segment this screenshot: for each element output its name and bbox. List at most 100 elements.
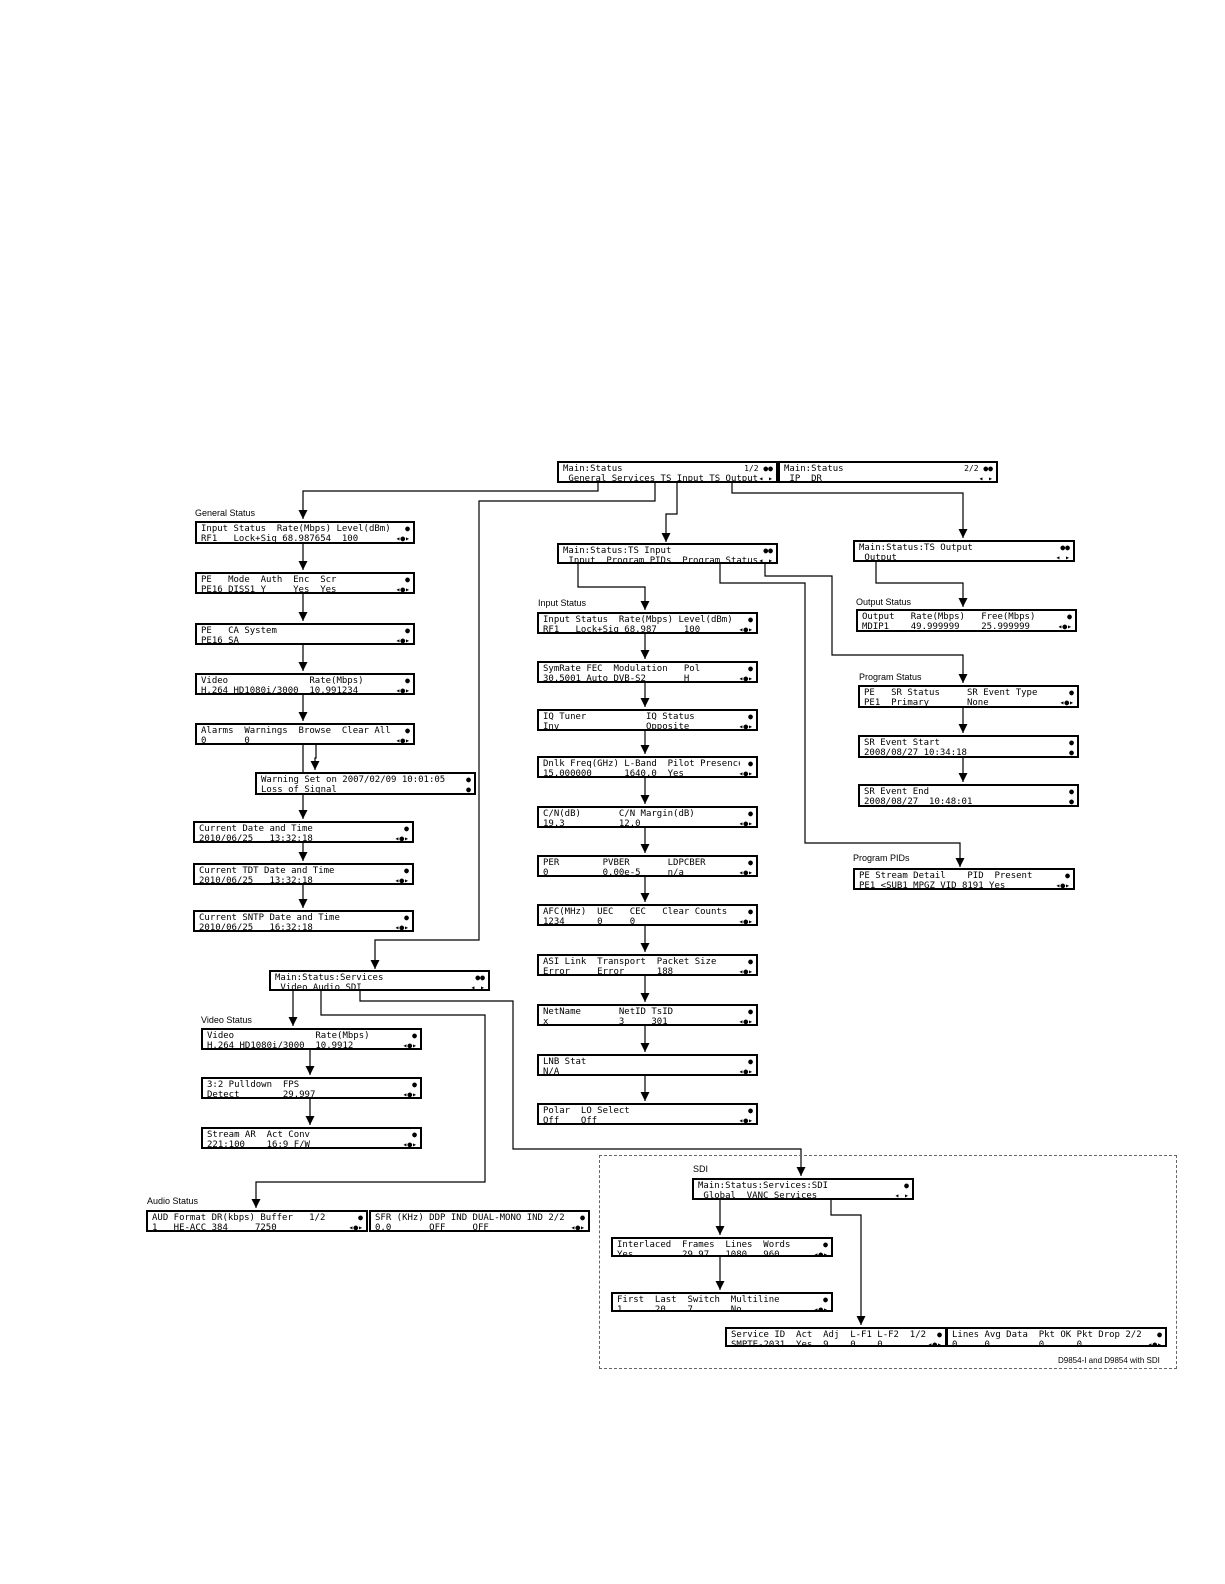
link-sdi-vanc (830, 1200, 866, 1325)
lcd-indicator-bottom: ◂ ▸ (470, 983, 485, 991)
lcd-indicator-bottom: ◂●▸ (738, 625, 753, 634)
lcd-line-2: 0.0 OFF OFF (375, 1223, 489, 1232)
lcd-line-1: Stream AR Act Conv (207, 1130, 310, 1140)
screen-os-output[interactable]: Output Rate(Mbps) Free(Mbps)MDIP1 49.999… (856, 609, 1077, 632)
link-tsinput-input (577, 564, 650, 610)
lcd-indicator-bottom: ◂ ▸ (978, 474, 993, 483)
lcd-indicator-bottom: ◂●▸ (1059, 698, 1074, 707)
lcd-indicator-bottom: ◂●▸ (348, 1223, 363, 1232)
lcd-line-1: Input Status Rate(Mbps) Level(dBm) (543, 615, 733, 625)
lcd-line-2: 2008/08/27 10:34:18 (864, 748, 967, 758)
lcd-line-1: Service ID Act Adj L-F1 L-F2 1/2 (731, 1330, 927, 1340)
lcd-line-1: Alarms Warnings Browse Clear All (201, 726, 391, 736)
lcd-line-1: Lines Avg Data Pkt OK Pkt Drop 2/2 (952, 1330, 1142, 1340)
lcd-indicator-bottom: ◂ ▸ (894, 1191, 909, 1200)
lcd-line-1: LNB Stat (543, 1057, 587, 1067)
lcd-line-1: AFC(MHz) UEC CEC Clear Counts (543, 907, 728, 917)
screen-is-input-status[interactable]: Input Status Rate(Mbps) Level(dBm)RF1 Lo… (537, 612, 758, 634)
label-general-status: General Status (195, 508, 256, 518)
screen-gs-input-status[interactable]: Input Status Rate(Mbps) Level(dBm)RF1 Lo… (195, 521, 415, 544)
lcd-line-2: 0 0.00e-5 n/a (543, 868, 684, 877)
lcd-indicator-top: ● (748, 615, 753, 624)
lcd-line-2: H.264 HD1080i/3000 10.991234 (201, 686, 359, 695)
lcd-line-1: Output Rate(Mbps) Free(Mbps) (862, 612, 1036, 622)
lcd-indicator-bottom: ◂●▸ (738, 967, 753, 976)
label-audio-status: Audio Status (147, 1196, 199, 1206)
lcd-line-2: H.264 HD1080i/3000 10.9912 (207, 1041, 354, 1050)
lcd-indicator-top: 1/2 ●● (744, 464, 773, 473)
lcd-line-2: IP DR (784, 474, 822, 483)
lcd-indicator-top: ● (405, 575, 410, 584)
lcd-indicator-top: ●● (1060, 543, 1070, 552)
screen-is-cn[interactable]: C/N(dB) C/N Margin(dB)19.3 12.0●◂●▸ (537, 806, 758, 828)
link-main-tsoutput (731, 483, 968, 538)
lcd-indicator-top: ● (405, 676, 410, 685)
lcd-line-2: 221:100 16:9 F/W (207, 1140, 310, 1149)
lcd-line-1: Main:Status (563, 464, 623, 474)
lcd-indicator-top: ● (1067, 612, 1072, 621)
lcd-line-1: IQ Tuner IQ Status (543, 712, 695, 722)
lcd-line-2: 0 0 0 0 (952, 1340, 1083, 1347)
lcd-indicator-top: ● (358, 1213, 363, 1222)
screen-main-status-1[interactable]: Main:Status General Services TS Input TS… (557, 461, 778, 483)
screen-services[interactable]: Main:Status:Services Video Audio SDI●●◂ … (269, 970, 490, 991)
screen-gs-video[interactable]: Video Rate(Mbps)H.264 HD1080i/3000 10.99… (195, 673, 415, 695)
lcd-indicator-top: ● (748, 957, 753, 966)
screen-vs-video[interactable]: Video Rate(Mbps)H.264 HD1080i/3000 10.99… (201, 1028, 422, 1050)
lcd-indicator-top: ● (1069, 738, 1074, 747)
lcd-indicator-bottom: ◂●▸ (395, 636, 410, 645)
lcd-indicator-top: ● (404, 913, 409, 922)
lcd-indicator-top: ● (412, 1080, 417, 1089)
lcd-indicator-top: ● (404, 866, 409, 875)
lcd-indicator-bottom: ◂●▸ (738, 868, 753, 877)
lcd-indicator-top: ● (748, 664, 753, 673)
lcd-line-2: 2010/06/25 13:32:18 (199, 834, 313, 843)
screen-ts-input[interactable]: Main:Status:TS Input Input Program PIDs … (557, 543, 778, 564)
lcd-indicator-bottom: ◂●▸ (813, 1250, 828, 1257)
lcd-indicator-bottom: ◂●▸ (402, 1140, 417, 1149)
lcd-indicator-top: ● (1069, 787, 1074, 796)
lcd-line-1: First Last Switch Multiline (617, 1295, 780, 1305)
link-tsinput-program-status (764, 564, 968, 683)
screen-sdi-main[interactable]: Main:Status:Services:SDI Global VANC Ser… (692, 1178, 914, 1200)
lcd-line-1: Main:Status:Services:SDI (698, 1181, 829, 1191)
lcd-indicator-bottom: ◂●▸ (395, 736, 410, 745)
screen-ts-output[interactable]: Main:Status:TS Output Output●●◂ ▸ (853, 540, 1075, 562)
link-main-tsinput (661, 483, 678, 542)
lcd-line-1: Current Date and Time (199, 824, 313, 834)
lcd-indicator-bottom: ◂●▸ (813, 1305, 828, 1312)
lcd-indicator-bottom: ◂●▸ (738, 819, 753, 828)
lcd-indicator-bottom: ◂●▸ (738, 1017, 753, 1026)
lcd-line-2: Video Audio SDI (275, 983, 362, 991)
link-services-sdi (359, 991, 806, 1176)
